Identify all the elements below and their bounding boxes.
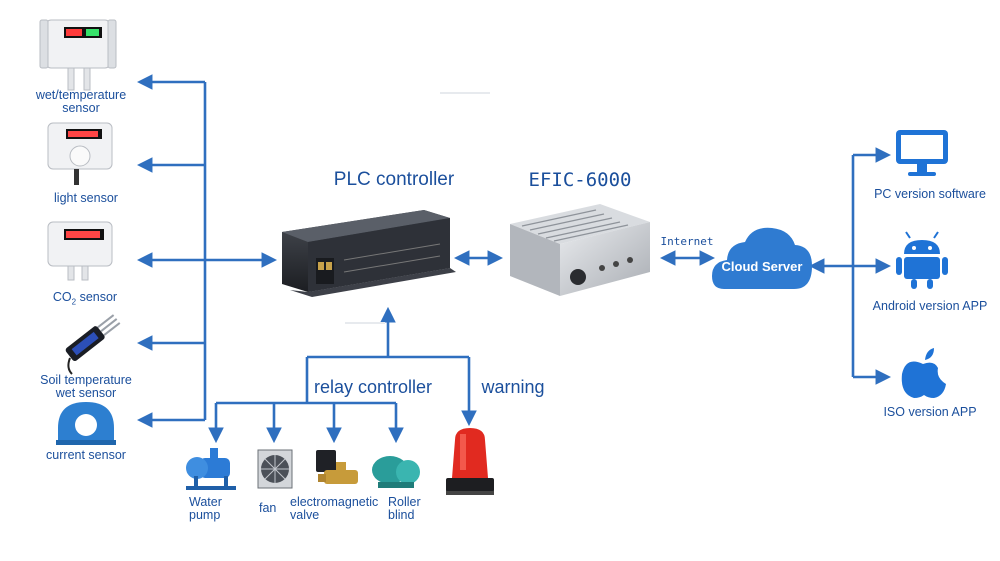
client-label-pc: PC version software bbox=[874, 187, 986, 201]
decorative-dash bbox=[345, 322, 385, 324]
connector-lines bbox=[136, 74, 892, 444]
roller-motor-icon bbox=[372, 456, 420, 488]
soil-probe-icon bbox=[65, 314, 121, 375]
decorative-dash bbox=[440, 92, 490, 94]
client-label-ios: ISO version APP bbox=[883, 405, 977, 419]
water-pump-icon bbox=[186, 448, 236, 490]
apple-icon bbox=[901, 348, 946, 398]
light-sensor-icon bbox=[47, 122, 113, 185]
actuator-label-fan: fan bbox=[259, 501, 277, 515]
plc-device-icon bbox=[282, 210, 456, 297]
fan-icon bbox=[257, 449, 293, 489]
internet-link-label: Internet bbox=[660, 235, 714, 248]
relay-controller-label: relay controller bbox=[313, 377, 433, 397]
cloud-server-label: Cloud Server bbox=[721, 259, 803, 274]
sensor-label-current: current sensor bbox=[46, 448, 126, 462]
warning-beacon-icon bbox=[446, 428, 494, 495]
client-label-android: Android version APP bbox=[872, 299, 988, 313]
co2-sensor-icon bbox=[47, 221, 113, 281]
cloud-icon bbox=[712, 227, 812, 289]
gateway-box-icon bbox=[510, 204, 650, 296]
sensor-label-co2: CO2 sensor bbox=[52, 290, 118, 307]
android-icon bbox=[896, 231, 948, 289]
warning-label: warning bbox=[481, 377, 545, 397]
plc-title: PLC controller bbox=[333, 169, 455, 190]
gateway-title: EFIC-6000 bbox=[528, 169, 632, 191]
solenoid-valve-icon bbox=[316, 450, 358, 484]
monitor-icon bbox=[896, 130, 948, 176]
sensor-label-light: light sensor bbox=[54, 191, 118, 205]
current-transformer-icon bbox=[56, 402, 116, 445]
temperature-humidity-sensor-icon bbox=[39, 19, 117, 91]
